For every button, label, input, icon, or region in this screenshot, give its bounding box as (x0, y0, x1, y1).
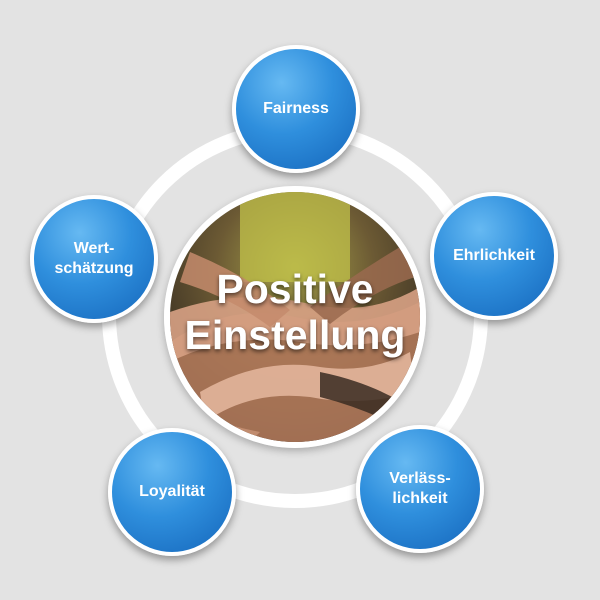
center-title-line-1: Positive (216, 266, 374, 312)
value-node-loyalitaet: Loyalität (108, 428, 236, 556)
node-label: Loyalität (139, 483, 205, 500)
node-label: Ehrlichkeit (453, 247, 535, 264)
value-node-wertschaetzung: Wert- schätzung (30, 195, 158, 323)
hands-together-photo (170, 192, 420, 442)
center-title: Positive Einstellung (170, 266, 420, 358)
center-circle: Positive Einstellung (164, 186, 426, 448)
value-node-ehrlichkeit: Ehrlichkeit (430, 192, 558, 320)
node-label-line-2: lichkeit (392, 490, 448, 507)
node-label-line-1: Verläss- (389, 470, 451, 487)
node-label: Fairness (263, 100, 329, 117)
value-node-fairness: Fairness (232, 45, 360, 173)
node-label-line-1: Wert- (73, 240, 115, 257)
value-node-verlaesslichkeit: Verläss- lichkeit (356, 425, 484, 553)
center-title-line-2: Einstellung (184, 312, 406, 358)
node-label-line-2: schätzung (54, 260, 134, 277)
